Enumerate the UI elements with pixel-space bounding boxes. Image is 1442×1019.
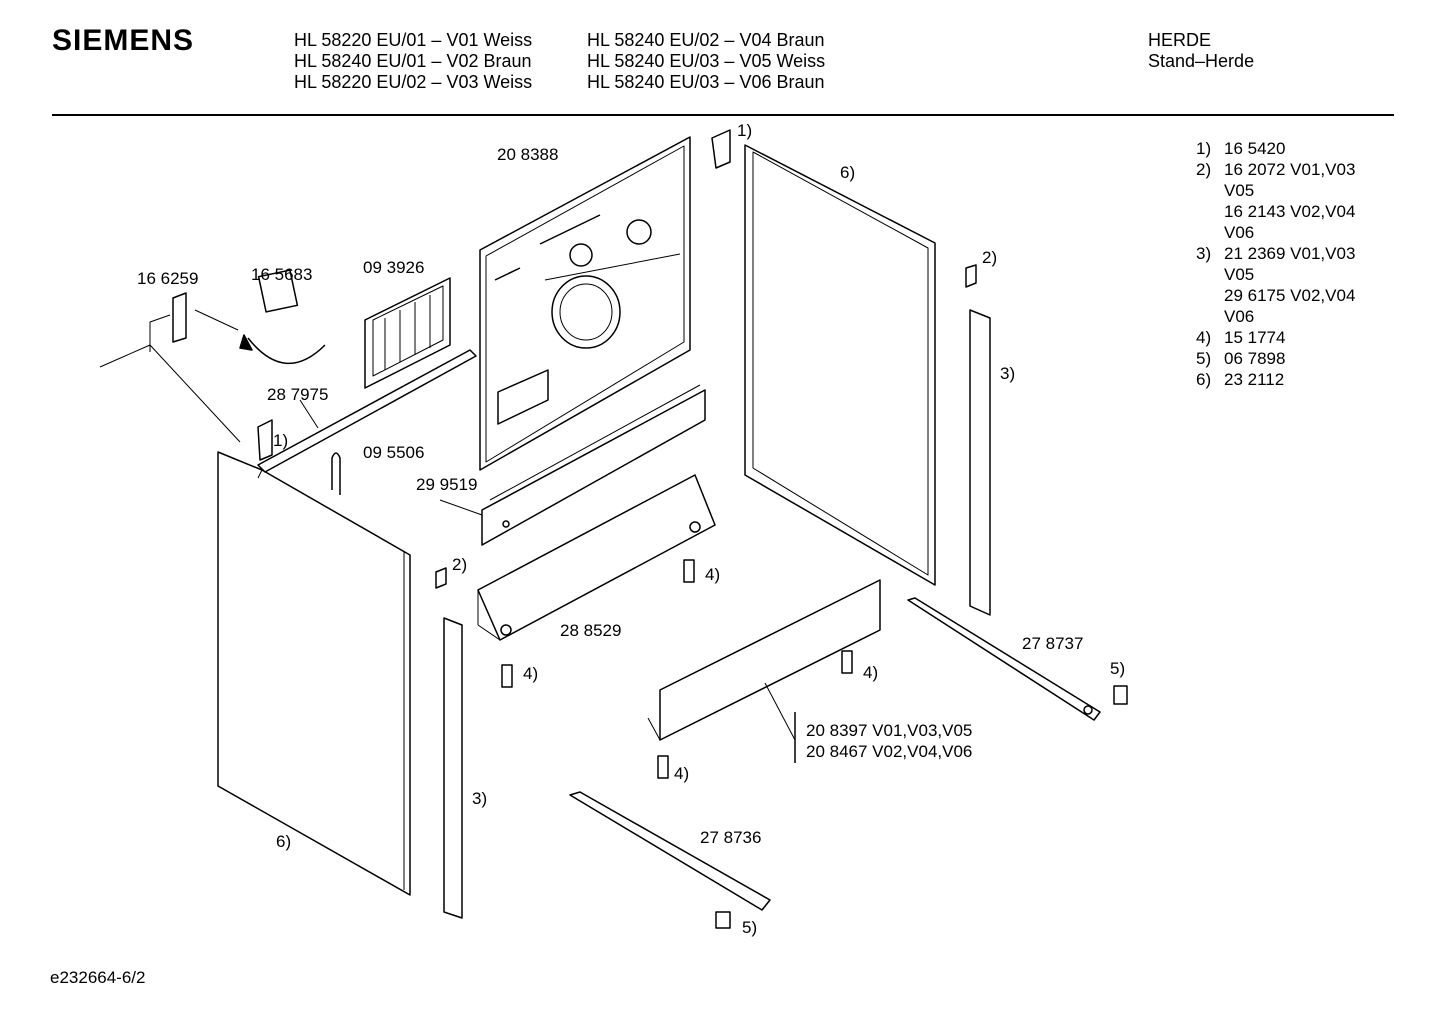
legend-row: 1)16 5420 bbox=[1196, 139, 1286, 158]
left-seal-strip bbox=[443, 617, 463, 919]
runner-right bbox=[907, 597, 1101, 721]
base-trim bbox=[647, 579, 881, 763]
callout-2: 2) bbox=[982, 248, 997, 267]
label-093926: 09 3926 bbox=[363, 258, 424, 277]
screw bbox=[501, 664, 513, 688]
drawing-id: e232664-6/2 bbox=[50, 968, 146, 987]
foot bbox=[715, 911, 731, 929]
brand-logo: SIEMENS bbox=[52, 24, 195, 57]
model-line: HL 58240 EU/01 – V02 Braun bbox=[294, 51, 532, 71]
callout-2: 2) bbox=[452, 555, 467, 574]
legend-row: 3)21 2369 V01,V03 V05 29 6175 V02,V04 V0… bbox=[1196, 244, 1356, 326]
rear-frame bbox=[711, 129, 936, 586]
parts-legend: 1)16 5420 2)16 2072 V01,V03 V05 16 2143 … bbox=[1196, 138, 1355, 390]
right-seal-strip bbox=[969, 309, 991, 616]
label-095506: 09 5506 bbox=[363, 443, 424, 462]
model-line: HL 58220 EU/02 – V03 Weiss bbox=[294, 72, 533, 92]
left-side-panel bbox=[217, 419, 411, 896]
category-subtitle: Stand–Herde bbox=[1148, 51, 1255, 71]
callout-1: 1) bbox=[273, 431, 288, 450]
legend-row: 5)06 7898 bbox=[1196, 349, 1286, 368]
callout-4: 4) bbox=[705, 565, 720, 584]
callout-4: 4) bbox=[523, 664, 538, 683]
callout-1: 1) bbox=[737, 121, 752, 140]
model-list-1: HL 58220 EU/01 – V01 Weiss HL 58240 EU/0… bbox=[294, 30, 532, 93]
legend-row: 4)15 1774 bbox=[1196, 328, 1286, 347]
label-288529: 28 8529 bbox=[560, 621, 621, 640]
callout-3: 3) bbox=[472, 789, 487, 808]
legend-row: 6)23 2112 bbox=[1196, 370, 1285, 389]
screw bbox=[657, 755, 669, 779]
screw bbox=[683, 559, 695, 583]
model-line: HL 58240 EU/03 – V06 Braun bbox=[587, 72, 825, 92]
legend-row: 2)16 2072 V01,V03 V05 16 2143 V02,V04 V0… bbox=[1196, 160, 1356, 242]
callout-4: 4) bbox=[863, 663, 878, 682]
callout-6: 6) bbox=[840, 163, 855, 182]
runner-left bbox=[569, 791, 771, 911]
model-list-2: HL 58240 EU/02 – V04 Braun HL 58240 EU/0… bbox=[587, 30, 825, 93]
label-278736: 27 8736 bbox=[700, 828, 761, 847]
left-clip bbox=[435, 567, 447, 589]
label-278737: 27 8737 bbox=[1022, 634, 1083, 653]
rear-panel bbox=[479, 136, 691, 471]
label-166259: 16 6259 bbox=[137, 269, 198, 288]
front-rail-lower bbox=[477, 474, 716, 641]
hook-wire bbox=[331, 452, 341, 495]
callout-5: 5) bbox=[742, 918, 757, 937]
label-208388: 20 8388 bbox=[497, 145, 558, 164]
screw bbox=[841, 650, 853, 674]
model-line: HL 58240 EU/03 – V05 Weiss bbox=[587, 51, 826, 71]
label-299519: 29 9519 bbox=[416, 475, 477, 494]
foot bbox=[1113, 685, 1128, 705]
callout-4: 4) bbox=[674, 764, 689, 783]
fan-grille bbox=[364, 277, 451, 389]
front-rail-upper bbox=[439, 384, 706, 546]
category-block: HERDE Stand–Herde bbox=[1148, 30, 1254, 72]
callout-5: 5) bbox=[1110, 659, 1125, 678]
model-line: HL 58240 EU/02 – V04 Braun bbox=[587, 30, 825, 50]
header-divider bbox=[52, 114, 1394, 116]
label-287975: 28 7975 bbox=[267, 385, 328, 404]
callout-3: 3) bbox=[1000, 364, 1015, 383]
label-165683: 16 5683 bbox=[251, 265, 312, 284]
label-208467: 20 8467 V02,V04,V06 bbox=[806, 742, 972, 761]
label-208397: 20 8397 V01,V03,V05 bbox=[806, 721, 972, 740]
callout-6: 6) bbox=[276, 832, 291, 851]
right-clip bbox=[965, 264, 977, 288]
category-title: HERDE bbox=[1148, 30, 1212, 50]
model-line: HL 58220 EU/01 – V01 Weiss bbox=[294, 30, 533, 50]
motor-assembly bbox=[99, 269, 326, 443]
